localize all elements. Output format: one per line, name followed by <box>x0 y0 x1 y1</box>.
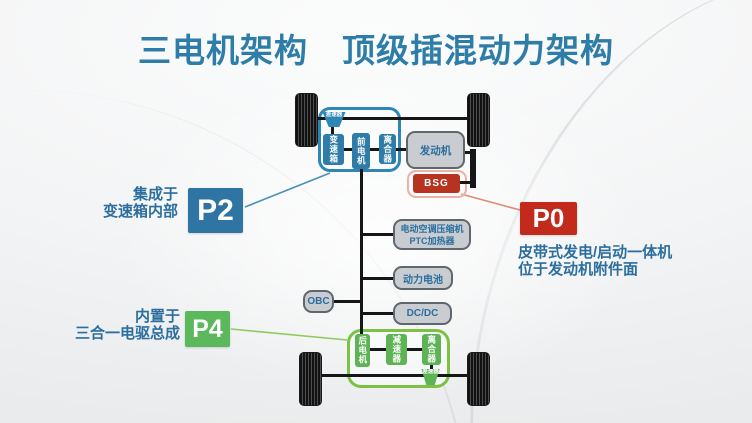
front-differential-label: 差速器 <box>325 112 343 118</box>
engine-belt-link <box>465 151 473 154</box>
obc-label: OBC <box>307 296 330 307</box>
p0-description: 皮带式发电/启动一体机 位于发动机附件面 <box>518 244 728 278</box>
rear-left-wheel <box>299 352 322 406</box>
p4-badge-label: P4 <box>192 314 223 343</box>
rear-motor-box: 后电机 <box>355 334 370 367</box>
gearbox-label: 变速箱 <box>328 135 339 164</box>
p4-description: 内置于 三合一电驱总成 <box>55 308 180 342</box>
hvac-box: 电动空调压缩机 PTC加热器 <box>393 219 471 250</box>
p4-description-line2: 三合一电驱总成 <box>74 324 180 342</box>
clutch-engine-link <box>396 148 406 151</box>
bsg-belt-link <box>460 181 472 184</box>
differential-gearbox-link <box>331 126 334 135</box>
reducer-clutch-link <box>407 348 422 351</box>
bsg-box: BSG <box>413 174 460 193</box>
rear-right-wheel <box>467 352 490 406</box>
rear-clutch-box: 离合器 <box>422 334 441 365</box>
rear-differential-label: 差速器 <box>422 369 439 375</box>
obc-branch-line <box>333 300 361 303</box>
front-right-wheel <box>467 93 490 147</box>
p2-description: 集成于 变速箱内部 <box>58 186 178 220</box>
front-clutch-box: 离合器 <box>379 134 396 164</box>
reducer-box: 减速器 <box>386 334 407 365</box>
gearbox-motor-link <box>344 148 352 151</box>
gearbox-box: 变速箱 <box>323 134 344 165</box>
front-clutch-label: 离合器 <box>382 134 393 164</box>
engine-box: 发动机 <box>406 131 465 169</box>
front-axle <box>306 117 480 120</box>
dcdc-box: DC/DC <box>393 302 452 325</box>
engine-label: 发动机 <box>419 144 452 157</box>
clutch-differential-link <box>430 364 433 370</box>
rearmotor-reducer-link <box>370 348 386 351</box>
p4-badge: P4 <box>185 311 230 347</box>
rear-clutch-label: 离合器 <box>426 335 437 364</box>
rear-axle <box>310 374 480 377</box>
p0-description-line2: 位于发动机附件面 <box>518 260 639 278</box>
belt-drive-bar <box>470 149 476 188</box>
front-motor-label: 前电机 <box>356 136 367 166</box>
dcdc-label: DC/DC <box>406 308 439 319</box>
p2-badge: P2 <box>188 188 243 233</box>
p2-description-line1: 集成于 <box>132 186 178 203</box>
rear-differential: 差速器 <box>421 369 440 385</box>
page-title: 三电机架构 顶级插混动力架构 <box>138 32 614 69</box>
bsg-label: BSG <box>424 178 449 189</box>
p0-badge: P0 <box>520 202 577 235</box>
ptc-heater-label: PTC加热器 <box>409 235 455 246</box>
p2-badge-label: P2 <box>197 193 234 227</box>
p4-description-line1: 内置于 <box>134 308 180 325</box>
battery-label: 动力电池 <box>403 274 443 286</box>
battery-box: 动力电池 <box>393 266 453 290</box>
front-differential: 差速器 <box>322 112 346 127</box>
reducer-label: 减速器 <box>391 335 402 364</box>
battery-branch-line <box>363 277 394 280</box>
motor-clutch-link <box>370 148 379 151</box>
p0-badge-label: P0 <box>532 203 565 233</box>
rear-motor-label: 后电机 <box>357 336 368 365</box>
main-power-line <box>360 168 363 336</box>
obc-box: OBC <box>303 290 334 313</box>
hvac-compressor-label: 电动空调压缩机 <box>400 223 464 234</box>
hvac-branch-line <box>363 233 394 236</box>
p0-description-line1: 皮带式发电/启动一体机 <box>518 244 673 261</box>
front-motor-box: 前电机 <box>352 133 370 169</box>
dcdc-branch-line <box>363 312 394 315</box>
p2-description-line2: 变速箱内部 <box>102 202 178 220</box>
front-left-wheel <box>295 93 318 147</box>
